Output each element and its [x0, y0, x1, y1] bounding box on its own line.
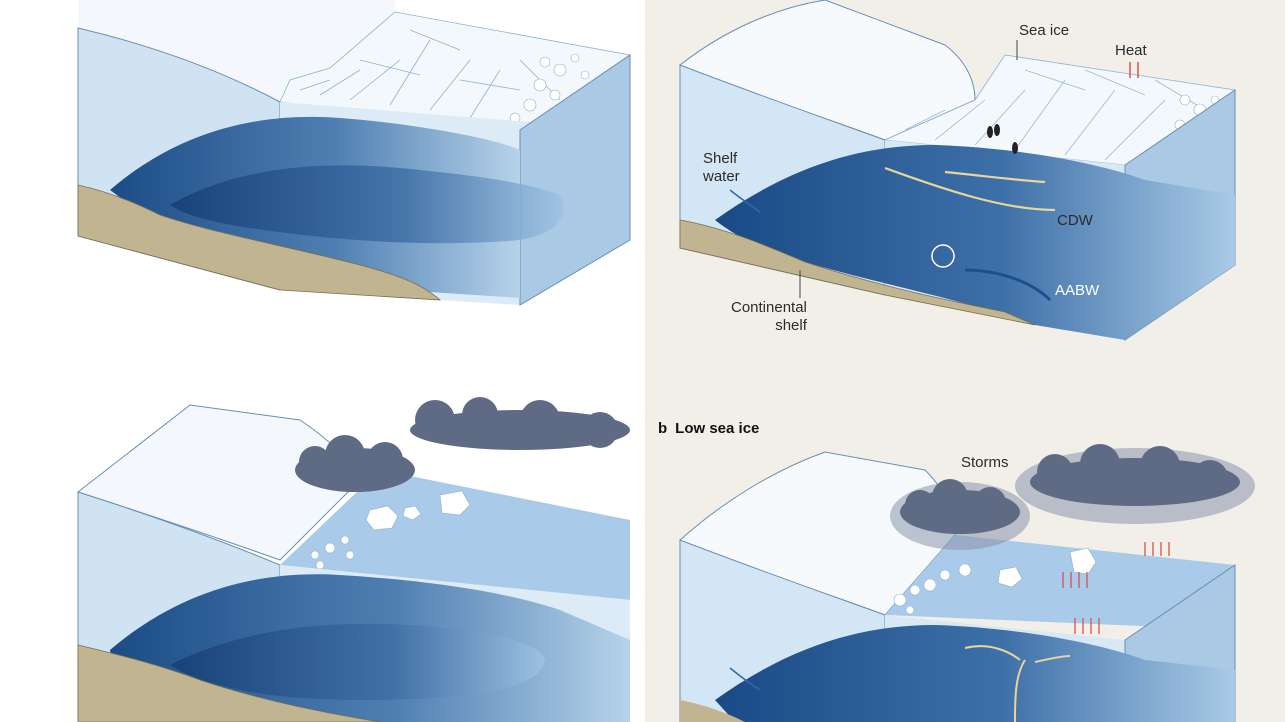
ocean-surface-bl	[280, 470, 630, 600]
bottom-right-block	[679, 444, 1255, 722]
ice-floes-br	[893, 547, 1097, 615]
label-heat: Heat	[1115, 42, 1147, 59]
seabed-left	[77, 184, 442, 301]
bottom-left-block	[76, 397, 630, 722]
deep-core-left	[170, 165, 564, 244]
seabed-br	[680, 700, 745, 722]
seabed-tr	[679, 219, 1036, 326]
label-shelf-water: Shelf water	[703, 150, 740, 185]
right-panel: Sea ice Heat Shelf water CDW AABW Contin…	[645, 0, 1285, 722]
cdw-arrow	[884, 166, 1056, 212]
panel-b-title-text: Low sea ice	[675, 420, 760, 437]
deep-water-tr	[715, 145, 1235, 340]
right-diagram-svg	[679, 0, 1255, 722]
left-panel	[76, 0, 631, 722]
label-aabw: AABW	[1055, 282, 1100, 299]
panel-b-letter: b	[658, 420, 668, 437]
storm-clouds-bl	[295, 397, 630, 492]
ice-floes	[495, 53, 590, 130]
heat-arrows-br	[1062, 542, 1170, 634]
deep-core-bl	[170, 623, 545, 700]
ocean-surface-br	[885, 535, 1235, 630]
sea-ice-cracks-tr	[904, 69, 1206, 161]
label-continental-shelf: Continental shelf	[731, 299, 807, 334]
storm-clouds-br	[890, 444, 1255, 550]
circ-arrow-br-1	[964, 645, 1021, 661]
label-sea-ice: Sea ice	[1019, 22, 1070, 39]
cdw-arrow-2	[944, 170, 1046, 184]
eddy-circle	[931, 244, 955, 268]
label-storms: Storms	[961, 454, 1009, 471]
shelf-water-arrow	[729, 189, 761, 213]
panel-b-title: b Low sea ice	[658, 420, 759, 437]
ice-floes-bl	[310, 490, 471, 570]
circ-arrow-br-2	[1034, 655, 1071, 663]
top-right-block	[679, 0, 1236, 341]
deep-water-br	[715, 625, 1235, 722]
sea-ice-cracks	[299, 29, 561, 119]
seabed-bl	[77, 644, 381, 722]
penguins-tr	[987, 124, 1018, 154]
upwelling-arrow	[1014, 659, 1026, 722]
aabw-arrow	[964, 268, 1052, 302]
top-left-block	[77, 0, 631, 306]
left-diagram-svg	[76, 0, 631, 722]
shelf-water-arrow-br	[729, 667, 761, 691]
label-cdw: CDW	[1057, 212, 1093, 229]
